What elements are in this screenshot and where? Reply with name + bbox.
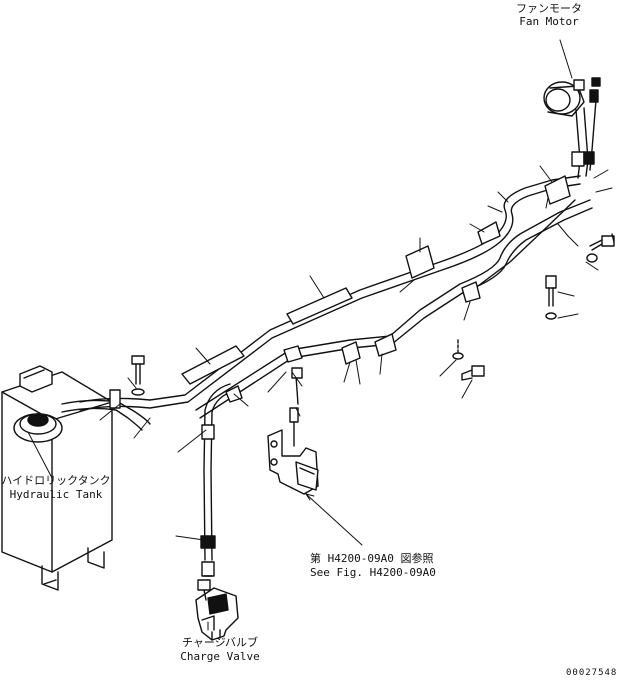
drawing-number: 00027548	[566, 668, 618, 678]
hydraulic-tank-label-jp: ハイドロリックタンク	[1, 474, 111, 487]
fan-motor-label-en: Fan Motor	[519, 15, 579, 28]
hydraulic-tank	[1, 365, 113, 591]
pipe-clamps	[181, 175, 571, 403]
charge-valve-label-en: Charge Valve	[180, 650, 260, 663]
bolts-washers	[131, 233, 615, 396]
charge-valve-pipe	[200, 383, 237, 577]
tank-outlet-hose	[61, 389, 151, 431]
leader-lines	[27, 39, 613, 631]
charge-valve-label-jp: チャージバルブ	[181, 636, 259, 649]
charge-valve	[195, 579, 239, 641]
reference-label-jp: 第 H4200-09A0 図参照	[310, 552, 434, 565]
fan-motor-label-jp: ファンモータ	[516, 2, 582, 15]
hydraulic-tank-label-en: Hydraulic Tank	[9, 488, 103, 501]
reference-label-en: See Fig. H4200-09A0	[310, 566, 436, 579]
main-pipe-bundle	[79, 175, 593, 419]
fan-motor	[543, 77, 601, 179]
manifold-block	[267, 367, 319, 495]
